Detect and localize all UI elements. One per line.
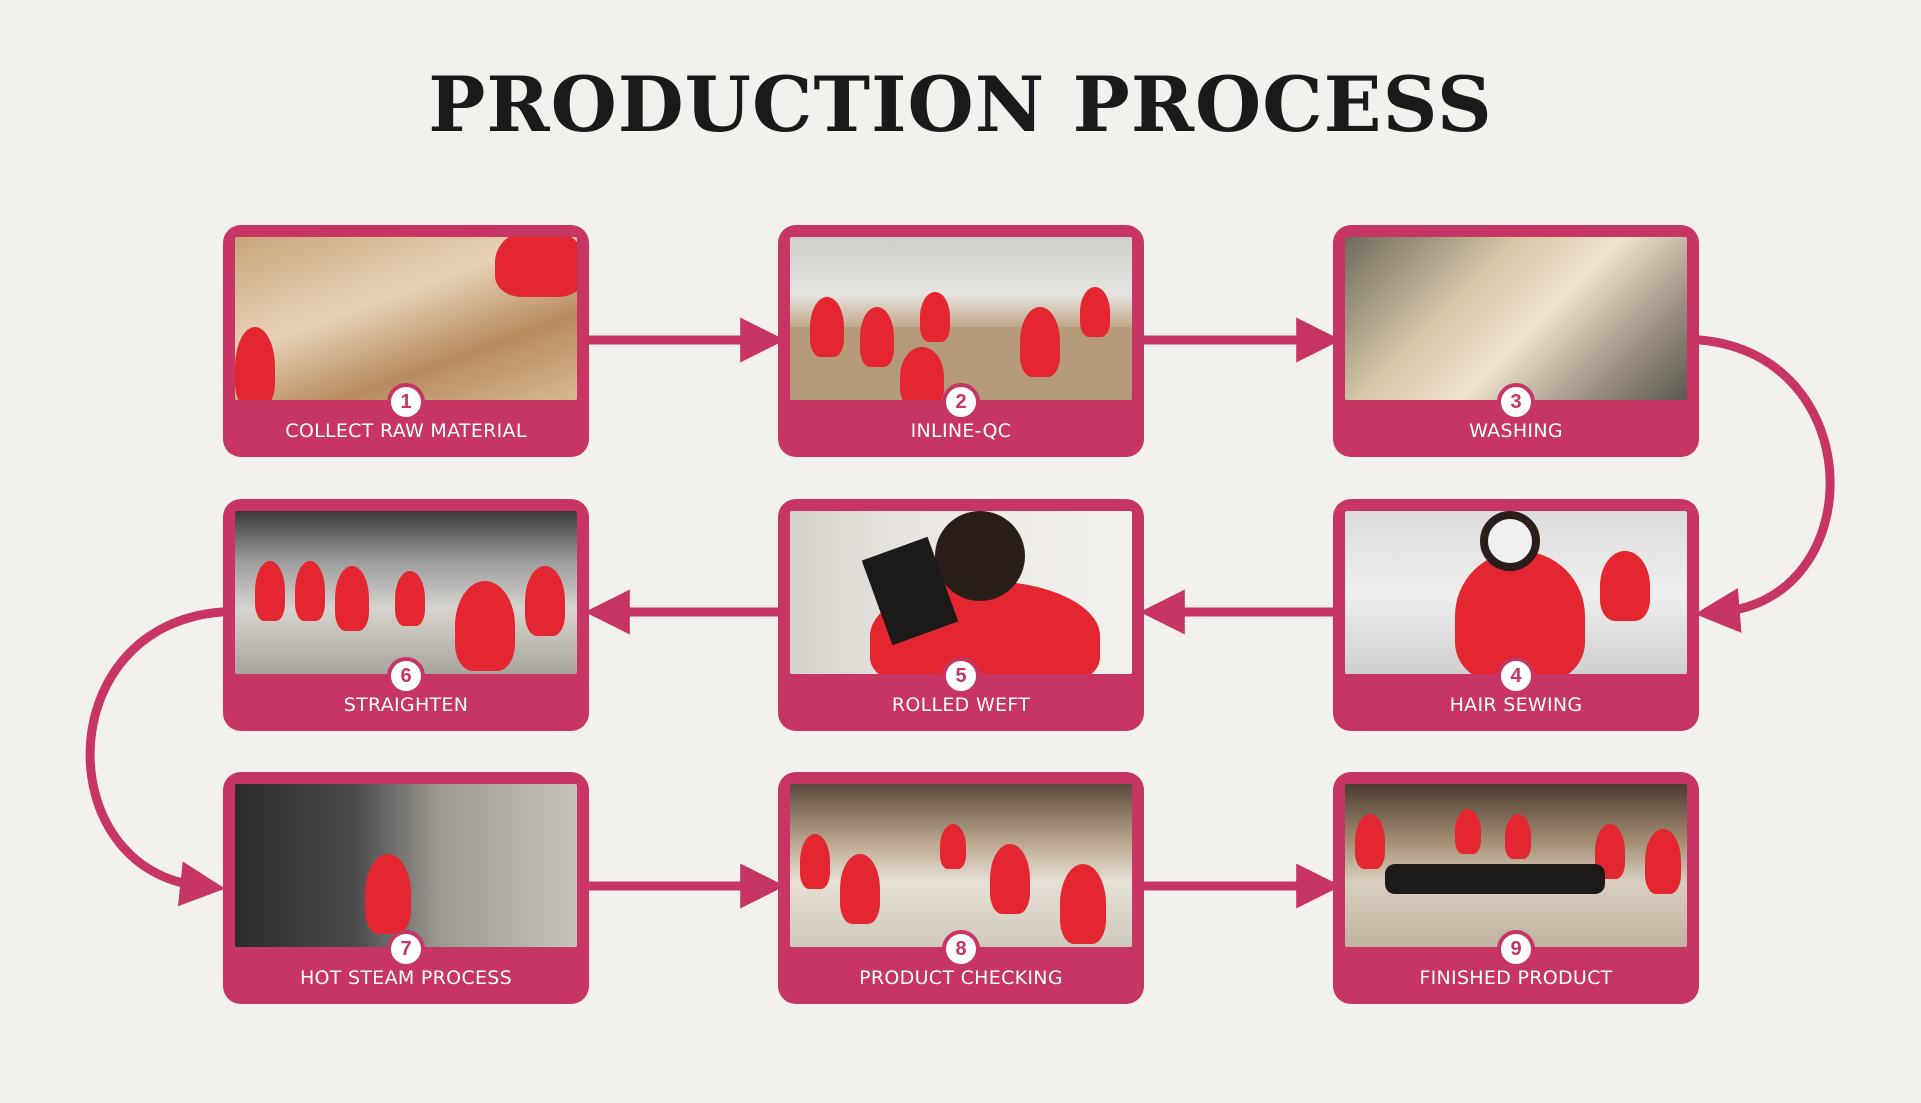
step-label: HOT STEAM PROCESS: [223, 967, 589, 989]
raw-material-photo: [235, 237, 577, 400]
step-label: ROLLED WEFT: [778, 694, 1144, 716]
step-number-badge: 3: [1497, 383, 1535, 421]
straighten-photo: [235, 511, 577, 674]
step-card-2: 2 INLINE-QC: [778, 225, 1144, 457]
arrow-6-to-7: [90, 612, 222, 886]
step-label: WASHING: [1333, 420, 1699, 442]
step-card-9: 9 FINISHED PRODUCT: [1333, 772, 1699, 1004]
step-card-5: 5 ROLLED WEFT: [778, 499, 1144, 731]
step-number-badge: 9: [1497, 930, 1535, 968]
step-number-badge: 4: [1497, 657, 1535, 695]
step-number-badge: 6: [387, 657, 425, 695]
product-checking-photo: [790, 784, 1132, 947]
step-card-7: 7 HOT STEAM PROCESS: [223, 772, 589, 1004]
finished-product-photo: [1345, 784, 1687, 947]
step-label: PRODUCT CHECKING: [778, 967, 1144, 989]
step-number-badge: 7: [387, 930, 425, 968]
step-label: STRAIGHTEN: [223, 694, 589, 716]
step-number-badge: 2: [942, 383, 980, 421]
step-card-4: 4 HAIR SEWING: [1333, 499, 1699, 731]
step-number-badge: 5: [942, 657, 980, 695]
hair-sewing-photo: [1345, 511, 1687, 674]
step-card-6: 6 STRAIGHTEN: [223, 499, 589, 731]
arrow-3-to-4: [1700, 340, 1830, 612]
step-number-badge: 1: [387, 383, 425, 421]
step-label: COLLECT RAW MATERIAL: [223, 420, 589, 442]
inline-qc-photo: [790, 237, 1132, 400]
rolled-weft-photo: [790, 511, 1132, 674]
step-card-3: 3 WASHING: [1333, 225, 1699, 457]
hot-steam-photo: [235, 784, 577, 947]
step-number-badge: 8: [942, 930, 980, 968]
step-card-8: 8 PRODUCT CHECKING: [778, 772, 1144, 1004]
step-label: HAIR SEWING: [1333, 694, 1699, 716]
step-label: FINISHED PRODUCT: [1333, 967, 1699, 989]
step-label: INLINE-QC: [778, 420, 1144, 442]
step-card-1: 1 COLLECT RAW MATERIAL: [223, 225, 589, 457]
washing-photo: [1345, 237, 1687, 400]
